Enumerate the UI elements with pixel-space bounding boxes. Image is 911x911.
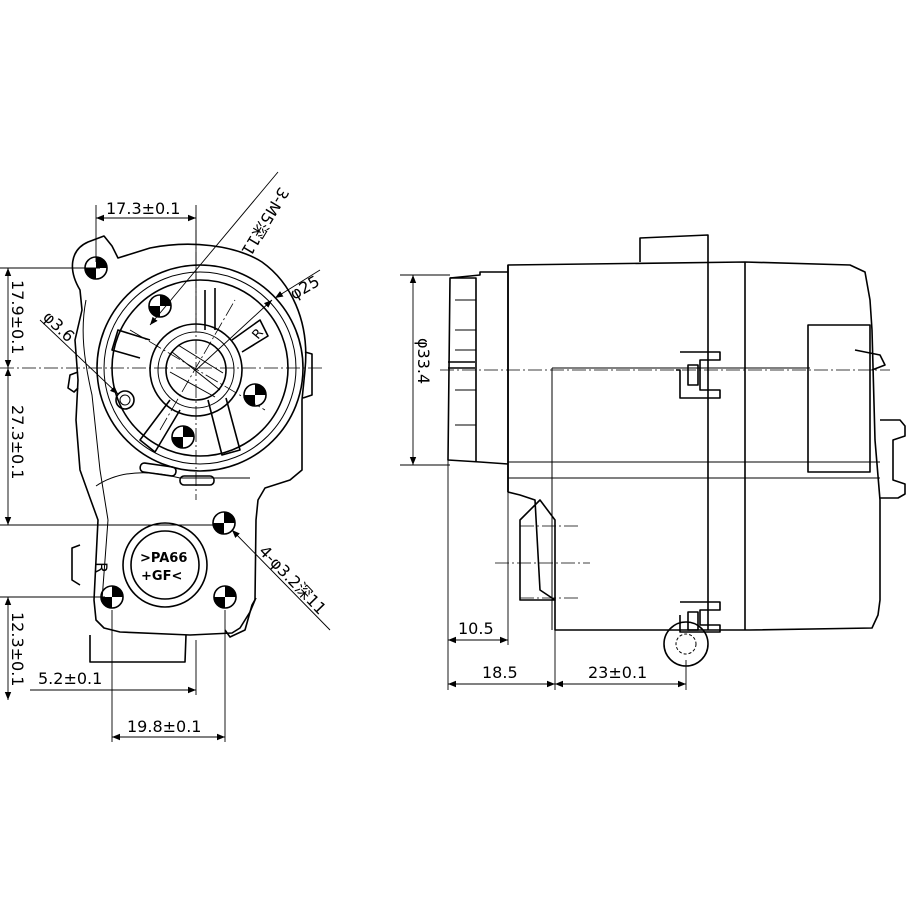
material-line-1: >PA66 [140, 551, 187, 566]
dim-10-5: 10.5 [458, 619, 494, 638]
dim-5-2: 5.2±0.1 [38, 669, 102, 688]
housing-outline [71, 235, 307, 636]
lower-block [519, 499, 556, 601]
arm-inner-3 [101, 519, 109, 601]
bottom-foot [89, 634, 187, 663]
slot-right [179, 475, 215, 486]
mount-hole-bottom-left [100, 585, 124, 609]
dim-phi33-4: φ33.4 [414, 338, 433, 384]
top-clip [639, 234, 709, 262]
dim-phi25: φ25 [287, 272, 323, 304]
m5-hole-right [243, 383, 267, 407]
diag-center-2 [159, 299, 236, 431]
arm-inner-2 [95, 472, 250, 487]
pin-hole-inner [119, 394, 131, 406]
dim-17-9: 17.9±0.1 [8, 280, 27, 354]
diag-center-1 [129, 329, 266, 411]
material-line-2: +GF< [141, 569, 182, 584]
internal-ribs [111, 288, 269, 456]
leader-phi25 [274, 269, 321, 299]
pin-hole [115, 390, 135, 410]
dim-18-5: 18.5 [482, 663, 518, 682]
m5-hole-bottom [171, 425, 195, 449]
arm-inner [82, 299, 109, 521]
side-body [507, 261, 881, 631]
slot-left [139, 462, 177, 477]
left-tab-2 [71, 544, 81, 586]
bottom-boss [663, 621, 709, 667]
bottom-foot-right [224, 597, 257, 638]
leader-phi3-6 [39, 319, 119, 395]
r-mark-left: R [92, 562, 111, 573]
leader-phi3-2 [231, 529, 331, 631]
material-mark-outer [122, 522, 208, 608]
clip-bracket-bottom [679, 601, 721, 633]
left-tab [67, 371, 79, 393]
clip-bracket-top [676, 351, 721, 399]
mount-hole-right-mid [212, 511, 236, 535]
dim-4-phi3-2: 4-φ3.2深11 [255, 542, 330, 619]
dim-17-3: 17.3±0.1 [106, 199, 180, 218]
dim-19-8: 19.8±0.1 [127, 717, 201, 736]
material-mark-inner [130, 530, 200, 600]
side-view [440, 234, 906, 667]
connector-block [807, 324, 871, 473]
dim-phi3-6: φ3.6 [39, 307, 78, 346]
leader-m5 [149, 171, 279, 326]
dim-3-m5: 3-M5深11 [237, 184, 293, 259]
right-tabs [880, 419, 906, 499]
side-view-dimensions: φ33.4 10.5 18.5 23±0.1 [400, 274, 687, 690]
right-tab [302, 351, 313, 399]
dim-23: 23±0.1 [588, 663, 647, 682]
mount-hole-bottom-right [213, 585, 237, 609]
dim-27-3: 27.3±0.1 [8, 405, 27, 479]
dim-12-3: 12.3±0.1 [8, 612, 27, 686]
